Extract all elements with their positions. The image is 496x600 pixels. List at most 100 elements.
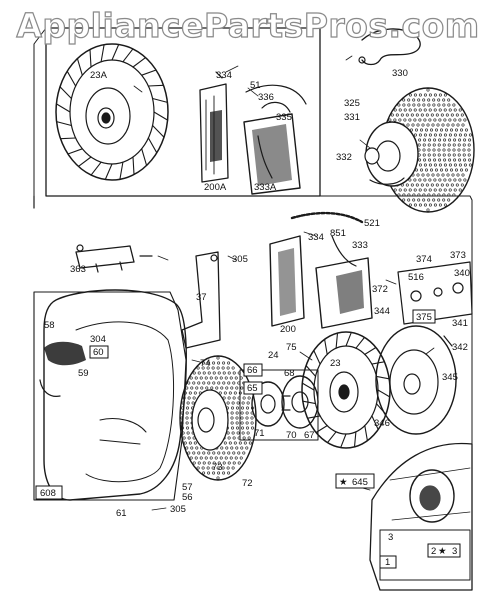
mesh-hole (216, 466, 220, 470)
mesh-hole (458, 108, 462, 112)
mesh-hole (451, 123, 455, 127)
bracket-363 (75, 244, 153, 273)
mesh-hole (442, 98, 446, 102)
label-3a: 3 (388, 532, 393, 543)
fin (59, 86, 72, 100)
mesh-hole (422, 103, 426, 107)
mesh-hole (443, 158, 447, 162)
fin (122, 48, 134, 63)
label-75: 75 (286, 342, 297, 353)
mesh-hole (417, 143, 421, 147)
label-200: 200 (280, 324, 296, 335)
mesh-hole (241, 406, 245, 410)
mesh-hole (438, 178, 442, 182)
mesh-hole (447, 98, 451, 102)
mesh-hole (395, 113, 399, 117)
mesh-hole (453, 188, 457, 192)
label-66: 66 (247, 365, 258, 376)
mesh-hole (412, 98, 416, 102)
mesh-hole (187, 396, 191, 400)
mesh-hole (438, 158, 442, 162)
mesh-hole (241, 426, 245, 430)
label-3b: 3 (452, 546, 457, 557)
mesh-hole (424, 168, 428, 172)
mesh-hole (185, 421, 189, 425)
fin (371, 415, 379, 431)
mesh-hole (230, 386, 234, 390)
mesh-hole (445, 183, 449, 187)
mesh-hole (428, 108, 432, 112)
mesh-hole (443, 188, 447, 192)
mesh-hole (181, 406, 185, 410)
mesh-hole (232, 436, 236, 440)
label-334a: 334 (216, 70, 232, 81)
mesh-hole (222, 461, 226, 465)
mesh-hole (462, 153, 466, 157)
label-24: 24 (268, 350, 279, 361)
mesh-hole (428, 163, 432, 167)
mesh-hole (428, 188, 432, 192)
mesh-hole (403, 188, 407, 192)
mesh-hole (452, 193, 456, 197)
mesh-hole (188, 391, 192, 395)
mesh-hole (186, 406, 190, 410)
mesh-hole (419, 128, 423, 132)
mesh-hole (435, 113, 439, 117)
mesh-hole (242, 436, 246, 440)
mesh-hole (246, 426, 250, 430)
mesh-hole (428, 133, 432, 137)
mesh-hole (229, 456, 233, 460)
mesh-hole (214, 376, 218, 380)
mesh-hole (438, 188, 442, 192)
label-335: 335 (276, 112, 292, 123)
mesh-hole (437, 148, 441, 152)
mesh-hole (192, 451, 196, 455)
mesh-hole (189, 376, 193, 380)
mesh-hole (235, 386, 239, 390)
mesh-hole (427, 103, 431, 107)
mesh-hole (193, 391, 197, 395)
mesh-hole (250, 416, 254, 420)
mesh-hole (418, 133, 422, 137)
mesh-hole (447, 198, 451, 202)
mesh-hole (196, 366, 200, 370)
mesh-hole (412, 193, 416, 197)
mesh-hole (441, 173, 445, 177)
label-331: 331 (344, 112, 360, 123)
mesh-hole (455, 183, 459, 187)
mesh-hole (180, 411, 184, 415)
mesh-hole (428, 178, 432, 182)
mesh-hole (243, 441, 247, 445)
mesh-hole (425, 183, 429, 187)
brake-drum-346 (375, 325, 457, 435)
mesh-hole (232, 451, 236, 455)
mesh-hole (410, 113, 414, 117)
mesh-hole (429, 168, 433, 172)
mesh-hole (448, 118, 452, 122)
box-60 (89, 345, 109, 359)
inset-box-bottom-right (379, 529, 471, 581)
mesh-hole (452, 148, 456, 152)
mesh-hole (230, 421, 234, 425)
mesh-hole (224, 376, 228, 380)
part-labels: 23A 334 330 51 336 335 325 331 332 200A … (35, 68, 470, 569)
mesh-hole (442, 198, 446, 202)
mesh-hole (412, 103, 416, 107)
label-363: 363 (70, 264, 86, 275)
label-330: 330 (392, 68, 408, 79)
fin (66, 70, 77, 87)
mesh-hole (206, 366, 210, 370)
wire-521 (290, 211, 364, 224)
mesh-hole (433, 163, 437, 167)
mesh-hole (209, 376, 213, 380)
mesh-hole (212, 381, 216, 385)
mesh-hole (467, 143, 471, 147)
mesh-hole (227, 371, 231, 375)
box-2 (427, 543, 461, 558)
mesh-hole (182, 436, 186, 440)
label-340: 340 (454, 268, 470, 279)
mesh-hole (443, 108, 447, 112)
armature-200a (199, 71, 229, 183)
mesh-hole (227, 471, 231, 475)
mesh-hole (428, 118, 432, 122)
